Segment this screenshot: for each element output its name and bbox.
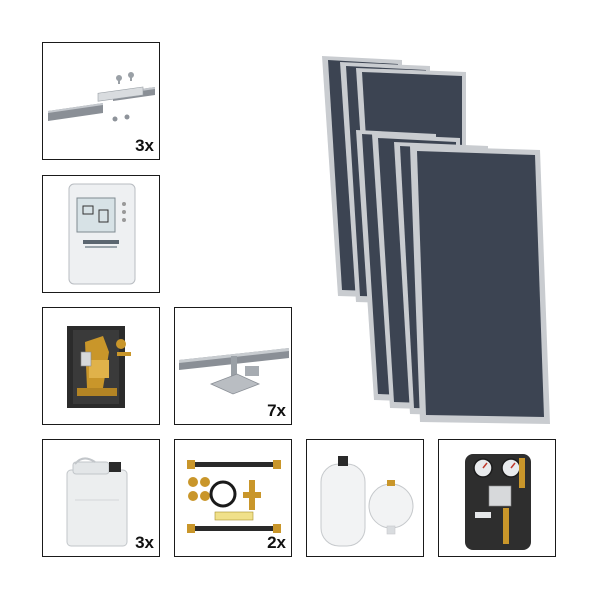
- tile-pump-valve-assembly: [42, 307, 160, 425]
- quantity-label: 7x: [267, 401, 286, 420]
- pump-assembly-icon: [67, 326, 131, 408]
- canister-icon: [66, 457, 128, 547]
- tile-pump-station: [438, 439, 556, 557]
- quantity-label: 3x: [135, 533, 154, 552]
- solar-collector-icon: [322, 56, 550, 424]
- tile-storage-tank-and-expansion-vessel: [306, 439, 424, 557]
- solar-collector-panels: [310, 50, 560, 430]
- controller-icon: [68, 183, 136, 285]
- pump-station-icon: [465, 454, 531, 550]
- solar-panel: [410, 146, 550, 424]
- tanks-icon: [320, 456, 414, 547]
- tile-roof-hook-rail: 7x: [174, 307, 292, 425]
- tile-solar-controller: [42, 175, 160, 293]
- tile-antifreeze-canister: 3x: [42, 439, 160, 557]
- rail-bracket-icon: [48, 72, 155, 122]
- quantity-label: 3x: [135, 136, 154, 155]
- tile-connection-fittings: 2x: [174, 439, 292, 557]
- quantity-label: 2x: [267, 533, 286, 552]
- roof-hook-icon: [179, 348, 289, 395]
- tile-mounting-rail-kit: 3x: [42, 42, 160, 160]
- fittings-icon: [187, 460, 281, 533]
